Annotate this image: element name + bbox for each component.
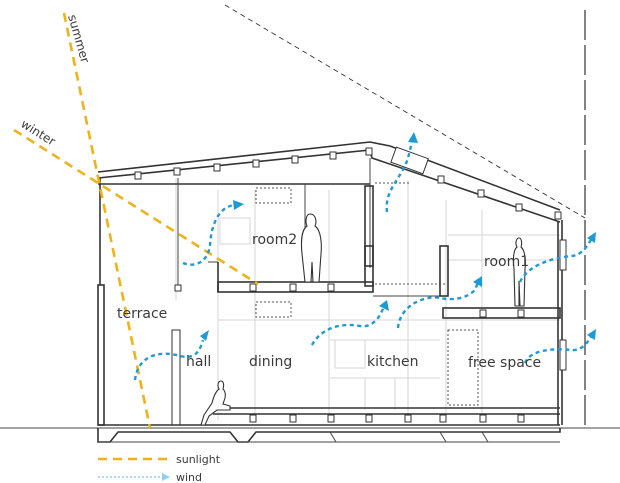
room-label-room2: room2 [252, 232, 297, 248]
foundation [97, 428, 561, 443]
room-label-free-space: free space [468, 355, 541, 371]
room-label-room1: room1 [484, 254, 529, 270]
roof-slope-line [224, 4, 586, 219]
sun-label-summer: summer [65, 13, 92, 65]
legend-item-sunlight: sunlight [98, 453, 221, 466]
dotted-openings [255, 182, 479, 406]
room-label-kitchen: kitchen [367, 354, 419, 370]
roof-beams [134, 147, 562, 220]
sun-label-winter: winter [18, 117, 58, 149]
wind-arrows [133, 132, 596, 381]
room-label-hall: hall [186, 354, 211, 370]
sunlight-lines [13, 12, 259, 429]
summer-sun-line [62, 12, 152, 429]
room-label-dining: dining [249, 354, 292, 370]
legend: sunlight wind [98, 453, 221, 483]
legend-item-wind: wind [98, 471, 202, 483]
walls [97, 178, 567, 426]
interior-gridlines [175, 178, 560, 420]
person-seated [200, 380, 231, 426]
legend-sunlight-label: sunlight [176, 453, 221, 466]
person-room1 [512, 237, 526, 307]
skylight [390, 146, 429, 175]
legend-wind-arrow-icon [162, 473, 170, 481]
legend-wind-label: wind [176, 471, 202, 483]
room-label-terrace: terrace [117, 306, 167, 322]
person-room2 [300, 213, 322, 283]
winter-sun-line [13, 128, 259, 286]
